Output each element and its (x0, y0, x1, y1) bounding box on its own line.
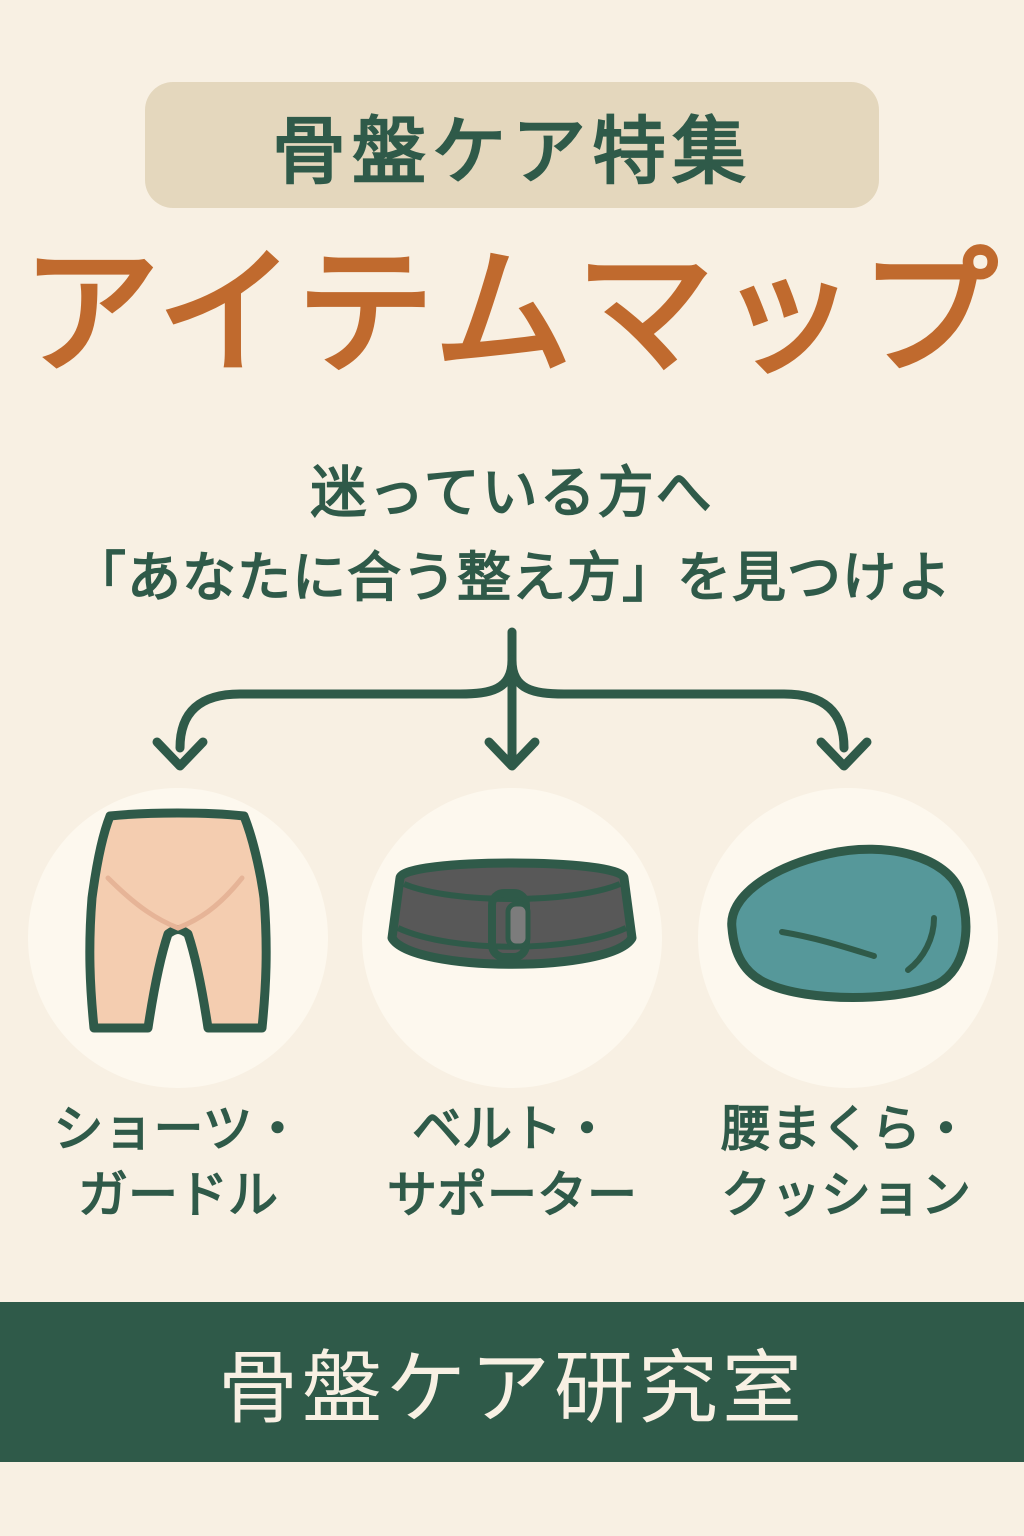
page-title: アイテムマップ (21, 233, 1003, 394)
label-shorts: ショーツ・ ガードル (18, 1096, 338, 1228)
item-belt[interactable] (362, 788, 662, 1088)
item-shorts[interactable] (28, 788, 328, 1088)
label-belt-line-2: サポーター (387, 1166, 637, 1224)
label-belt: ベルト・ サポーター (352, 1096, 672, 1228)
shorts-icon (85, 808, 271, 1033)
label-cushion: 腰まくら・ クッション (686, 1096, 1006, 1228)
branch-arrows-icon (152, 627, 872, 771)
label-shorts-line-1: ショーツ・ (53, 1100, 303, 1158)
feature-badge: 骨盤ケア特集 (145, 82, 879, 208)
label-cushion-line-1: 腰まくら・ (721, 1100, 971, 1158)
item-cushion[interactable] (698, 788, 998, 1088)
feature-badge-text: 骨盤ケア特集 (272, 108, 752, 195)
subtitle-line-1: 迷っている方へ (310, 461, 714, 526)
label-belt-line-1: ベルト・ (412, 1100, 612, 1158)
footer-banner: 骨盤ケア研究室 (0, 1302, 1024, 1462)
subtitle-line-2: 「あなたに合う整え方」を見つけよ (72, 546, 952, 609)
belt-icon (387, 858, 637, 969)
label-cushion-line-2: クッション (721, 1166, 971, 1224)
cushion-icon (727, 844, 971, 1002)
footer-text: 骨盤ケア研究室 (218, 1342, 806, 1435)
label-shorts-line-2: ガードル (78, 1166, 278, 1224)
